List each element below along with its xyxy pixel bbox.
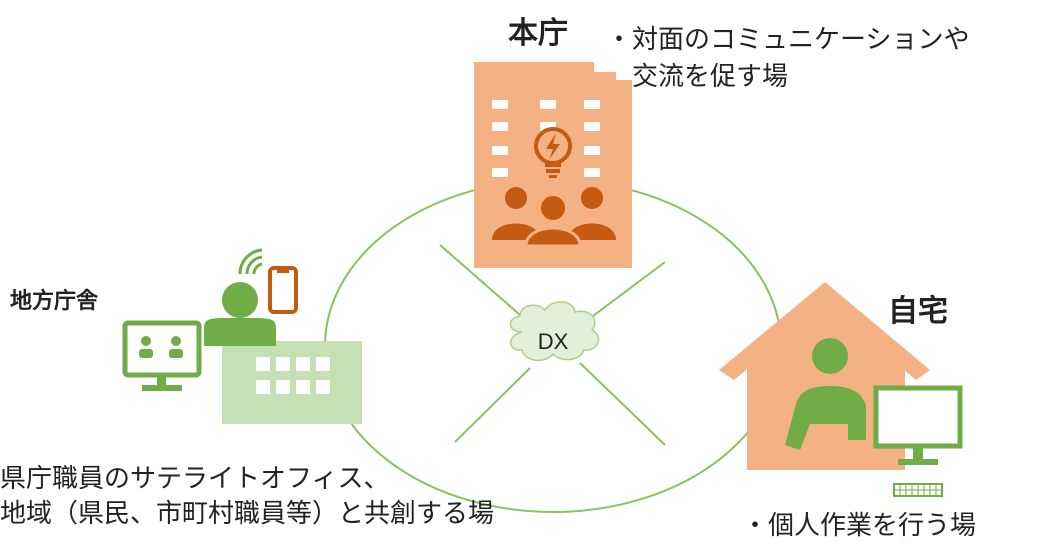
desktop-computer-icon xyxy=(873,385,963,497)
regional-office-description-line1: 県庁職員のサテライトオフィス、 xyxy=(0,464,390,494)
keyboard-icon xyxy=(893,483,943,497)
regional-office-title: 地方庁舎 xyxy=(10,289,99,314)
people-group-icon xyxy=(492,187,616,248)
home-description: ・個人作業を行う場 xyxy=(742,511,977,541)
wifi-signal-icon xyxy=(238,248,263,275)
regional-office-description-line2: 地域（県民、市町村職員等）と共創する場 xyxy=(0,499,495,529)
connector-line-lower-left xyxy=(454,367,531,443)
connector-line-upper-right xyxy=(584,261,666,323)
home-title: 自宅 xyxy=(888,294,948,329)
hq-title: 本庁 xyxy=(508,16,568,51)
regional-office-description: 県庁職員のサテライトオフィス、 地域（県民、市町村職員等）と共創する場 xyxy=(0,462,494,532)
video-conference-monitor-icon xyxy=(122,320,202,391)
hq-description-line1: ・対面のコミュニケーションや xyxy=(606,25,970,55)
smartphone-icon xyxy=(268,266,298,314)
connector-line-upper-left xyxy=(439,244,536,329)
connector-line-lower-right xyxy=(579,362,666,446)
hq-description: ・対面のコミュニケーションや 交流を促す場 xyxy=(606,22,969,96)
hq-description-line2: 交流を促す場 xyxy=(632,62,789,92)
person-icon xyxy=(204,282,276,346)
home-worker-icon xyxy=(785,338,866,450)
dx-cloud-icon xyxy=(509,301,600,362)
regional-office-icon xyxy=(222,341,362,424)
hq-building-icon xyxy=(474,62,632,268)
lightbulb-icon xyxy=(534,127,572,178)
